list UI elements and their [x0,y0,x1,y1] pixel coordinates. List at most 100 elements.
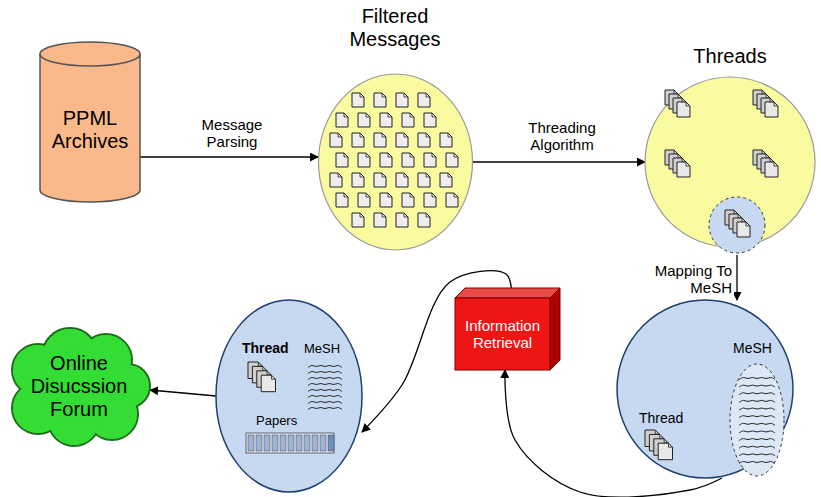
document-fold [762,150,766,154]
document-fold [686,102,690,106]
node-label: Filtered Messages [340,5,450,51]
document-icon [330,173,342,187]
document-fold [669,443,673,447]
document-icon [418,93,430,107]
flow-arrow [736,255,737,300]
pool-ellipse [319,74,473,250]
paper-icon [288,435,294,451]
document-fold [766,154,770,158]
document-fold [734,210,738,214]
mesh-term-line [308,378,342,380]
mesh-term-line [739,439,775,441]
mesh-term-line [739,446,775,448]
thread-papers-circle: ThreadMeSHPapers [216,300,362,492]
mesh-term-line [739,393,775,395]
document-icon [765,102,778,117]
document-fold [410,193,414,197]
document-fold [344,193,348,197]
document-icon [440,133,452,147]
mesh-term-line [739,462,775,464]
paper-icon [304,435,310,451]
document-fold [682,158,686,162]
document-icon [737,222,750,237]
mesh-term-line [739,400,775,402]
document-fold [432,153,436,157]
document-icon [261,375,275,392]
node-sublabel: MeSH [733,340,781,356]
node-outline [645,45,815,255]
box-top [455,288,560,298]
document-icon [358,153,370,167]
node-label: Online Disucssion Forum [22,352,136,421]
mesh-term-line [308,384,342,386]
document-fold [382,133,386,137]
paper-icon [312,435,318,451]
document-icon [374,133,386,147]
paper-icon [296,435,302,451]
paper-icon [256,435,262,451]
document-icon [330,133,342,147]
paper-icon [320,435,326,451]
flow-arrow [140,156,318,157]
document-fold [267,371,271,375]
archive-cylinder: PPML Archives [40,42,140,202]
document-fold [366,193,370,197]
document-icon [374,93,386,107]
document-icon [374,213,386,227]
document-icon [352,213,364,227]
document-icon [352,173,364,187]
document-fold [448,173,452,177]
document-fold [360,133,364,137]
document-icon [402,113,414,127]
document-icon [440,173,452,187]
mesh-term-line [739,416,775,418]
document-fold [404,133,408,137]
node-outline [216,300,362,492]
document-fold [448,133,452,137]
document-icon [396,173,408,187]
document-icon [402,153,414,167]
node-label: Threads [680,45,780,68]
document-fold [762,90,766,94]
forum-cloud: Online Disucssion Forum [8,330,150,442]
pool-ellipse [645,77,815,247]
document-fold [664,439,668,443]
mesh-term-line [739,423,775,425]
mesh-term-line [308,390,342,392]
document-icon [374,173,386,187]
document-icon [336,113,348,127]
mesh-term-line [739,431,775,433]
document-fold [404,93,408,97]
edge-label: Mapping To MeSH [648,262,734,297]
message-pool: Filtered Messages [318,5,473,255]
document-icon [358,193,370,207]
mesh-term-line [739,378,775,380]
node-outline [617,300,793,478]
document-fold [774,102,778,106]
cylinder-body [40,54,140,202]
document-fold [454,193,458,197]
document-icon [765,162,778,177]
document-fold [360,213,364,217]
mesh-term-line [739,385,775,387]
document-icon [358,113,370,127]
document-fold [258,362,262,366]
node-label: Information Retrieval [458,317,547,352]
mesh-term-line [308,408,342,410]
cylinder-top [40,42,140,66]
document-icon [352,133,364,147]
paper-icon [264,435,270,451]
document-fold [388,113,392,117]
node-label: PPML Archives [44,107,136,153]
document-fold [742,218,746,222]
document-icon [424,153,436,167]
document-fold [366,113,370,117]
flow-arrow [473,161,645,162]
document-icon [677,102,690,117]
paper-icon [280,435,286,451]
document-fold [766,94,770,98]
document-icon [677,162,690,177]
document-fold [774,162,778,166]
document-fold [382,173,386,177]
